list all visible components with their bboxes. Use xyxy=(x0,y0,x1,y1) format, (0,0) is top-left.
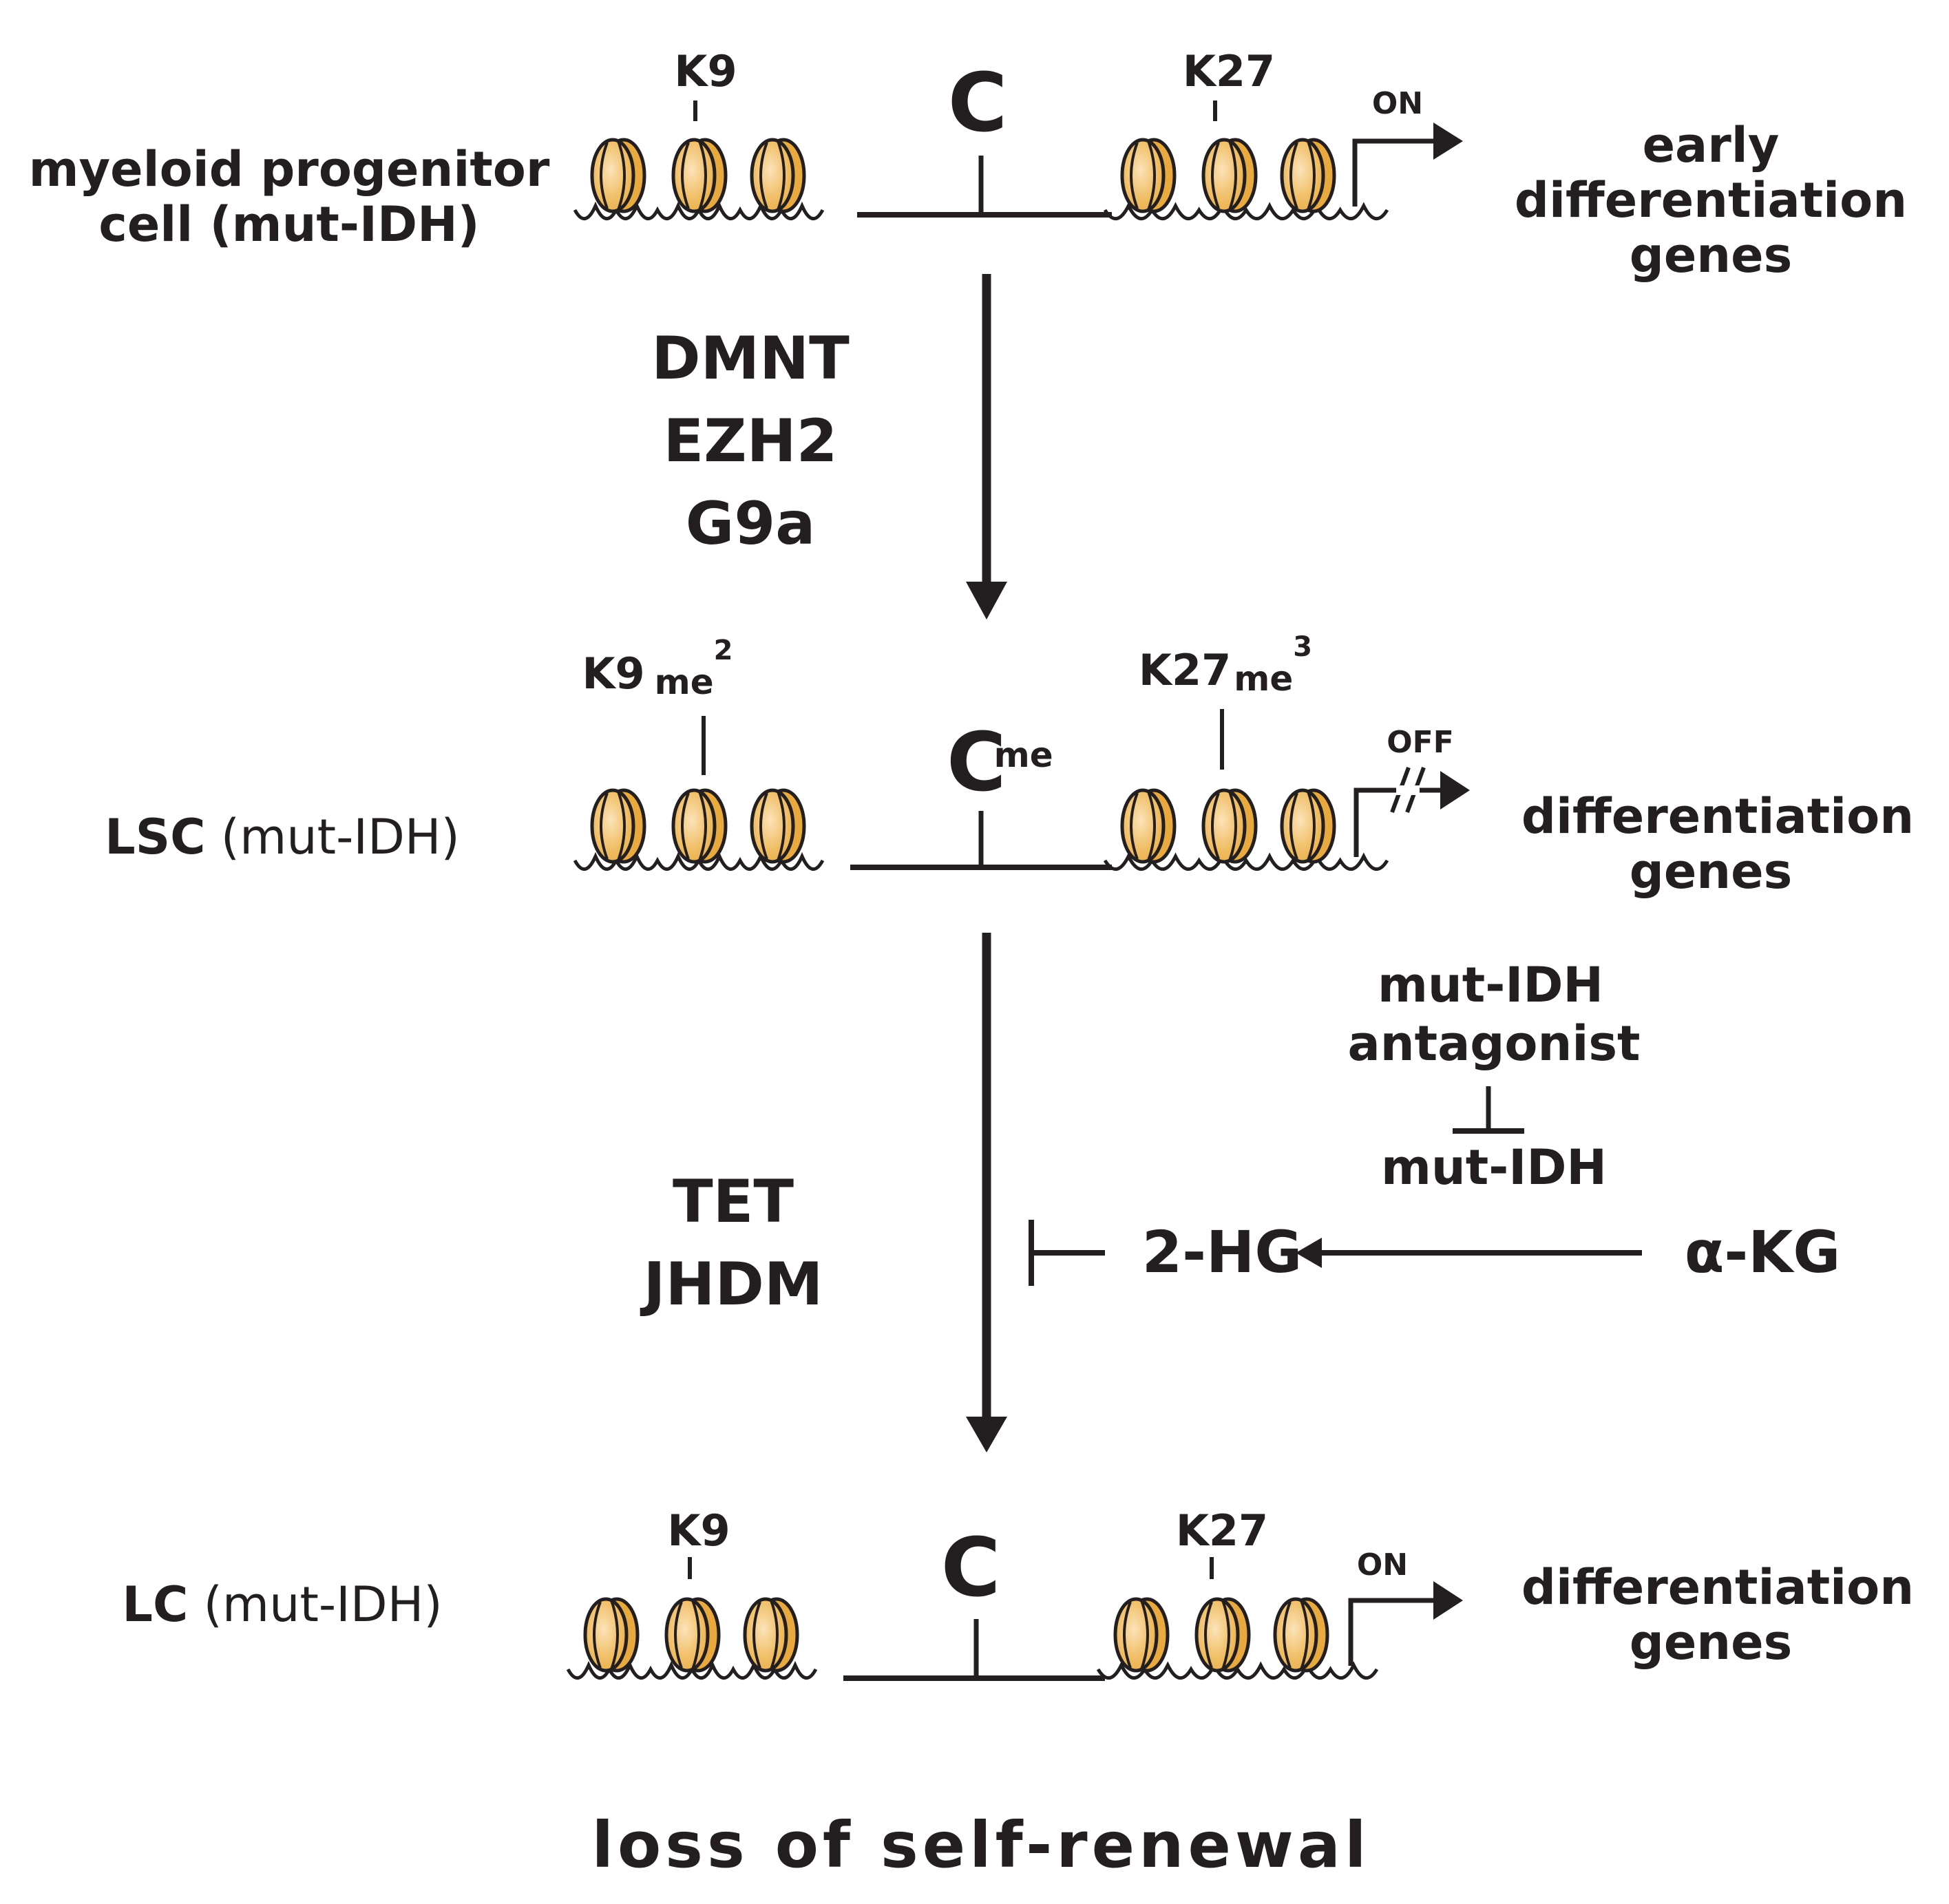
k9-me-text: me xyxy=(655,662,714,702)
chromatin-strand xyxy=(573,138,1389,220)
row-lc: LC (mut-IDH) K9 K27 C ON differentiation… xyxy=(122,1505,1914,1681)
cytosine-label: C xyxy=(941,1520,1001,1615)
k27-sup: 3 xyxy=(1293,631,1312,663)
promoter-off-arrow xyxy=(1353,766,1470,857)
nucleosome xyxy=(1194,1597,1251,1673)
genes-line2: differentiation xyxy=(1515,172,1907,229)
enzyme-g9a: G9a xyxy=(686,489,815,558)
state-on-label: ON xyxy=(1357,1547,1408,1583)
enzyme-ezh2: EZH2 xyxy=(664,407,838,476)
cell-label-rest: (mut-IDH) xyxy=(206,809,460,865)
nucleosome xyxy=(590,138,646,213)
enzyme-tet: TET xyxy=(673,1167,794,1236)
cell-label-bold: LSC xyxy=(105,809,205,865)
k27-mark: K27 xyxy=(1176,1505,1268,1556)
enzyme-dmnt: DMNT xyxy=(651,324,850,393)
2hg-label: 2-HG xyxy=(1142,1218,1303,1286)
k9-mark: K9 xyxy=(667,1505,730,1556)
nucleosome xyxy=(1280,138,1336,213)
genes-line2: genes xyxy=(1630,843,1793,900)
promoter-on-arrow xyxy=(1352,123,1463,207)
nucleosome xyxy=(583,1597,640,1673)
genes-line2: genes xyxy=(1630,1614,1793,1671)
cytosine-label: C xyxy=(948,55,1008,150)
nucleosome xyxy=(1201,788,1258,864)
promoter-on-arrow xyxy=(1348,1581,1463,1666)
chromatin-strand xyxy=(573,788,1389,871)
cell-label: LC (mut-IDH) xyxy=(122,1576,442,1633)
nucleosome xyxy=(671,788,728,864)
nucleosome xyxy=(750,788,806,864)
cell-label-bold: LC xyxy=(122,1576,188,1633)
state-off-label: OFF xyxy=(1387,725,1454,760)
methyl-cytosine-label: Cme xyxy=(947,715,1053,810)
nucleosome xyxy=(1273,1597,1329,1673)
genes-line1: early xyxy=(1643,117,1780,173)
nucleosome xyxy=(750,138,806,213)
cell-label-line2: cell (mut-IDH) xyxy=(98,196,479,253)
nucleosome xyxy=(590,788,646,864)
nucleosome xyxy=(1120,788,1177,864)
footer-title: loss of self-renewal xyxy=(591,1808,1370,1882)
state-on-label: ON xyxy=(1372,86,1423,121)
nucleosome xyxy=(671,138,728,213)
nucleosome xyxy=(664,1597,721,1673)
transition-arrow-2 xyxy=(966,933,1007,1452)
nucleosome xyxy=(1113,1597,1170,1673)
inhibition-pathway: mut-IDH antagonist mut-IDH 2-HG α-KG xyxy=(1029,957,1841,1286)
mut-idh-label: mut-IDH xyxy=(1381,1139,1607,1196)
row-myeloid-progenitor: myeloid progenitor cell (mut-IDH) K9 K27… xyxy=(29,46,1908,284)
akg-label: α-KG xyxy=(1685,1218,1841,1286)
cytosine-text: C xyxy=(947,715,1007,810)
k9-text: K9 xyxy=(582,648,644,699)
k27-me3-mark: K27me3 xyxy=(1139,631,1312,699)
k27-text: K27 xyxy=(1139,645,1231,695)
cell-label-rest: (mut-IDH) xyxy=(188,1576,442,1633)
cell-label-line1: myeloid progenitor xyxy=(29,141,550,198)
nucleosome xyxy=(1201,138,1258,213)
k9-sup: 2 xyxy=(714,635,733,666)
chromatin-strand xyxy=(566,1597,1379,1681)
antagonist-line2: antagonist xyxy=(1348,1015,1641,1072)
genes-line1: differentiation xyxy=(1521,788,1914,845)
cell-label: LSC (mut-IDH) xyxy=(105,809,460,865)
k9-mark: K9 xyxy=(674,46,737,96)
k9-me2-mark: K9 me2 xyxy=(582,635,733,702)
k27-me-text: me xyxy=(1234,659,1293,699)
nucleosome xyxy=(1280,788,1336,864)
antagonist-line1: mut-IDH xyxy=(1378,957,1603,1013)
nucleosome xyxy=(1120,138,1177,213)
enzyme-jhdm: JHDM xyxy=(640,1250,823,1319)
cytosine-me-text: me xyxy=(994,735,1053,775)
genes-line1: differentiation xyxy=(1521,1559,1914,1616)
nucleosome xyxy=(743,1597,799,1673)
k27-mark: K27 xyxy=(1183,46,1275,96)
conversion-arrow-head xyxy=(1296,1238,1322,1268)
genes-line3: genes xyxy=(1630,227,1793,284)
transition-arrow-1 xyxy=(966,274,1007,620)
